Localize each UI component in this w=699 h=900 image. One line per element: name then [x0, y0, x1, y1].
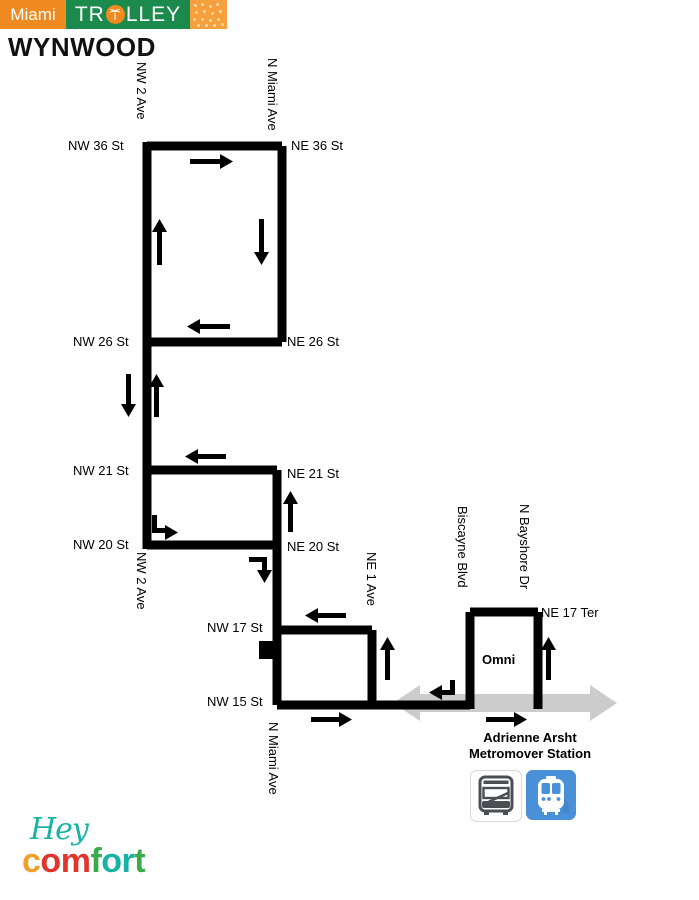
street-label-nw-21-st: NW 21 St — [73, 463, 129, 478]
street-label-ne-21-st: NE 21 St — [287, 466, 340, 481]
street-label-nw-36-st: NW 36 St — [68, 138, 124, 153]
mode-icons-group — [470, 770, 576, 822]
logo-trolley-text: TR LLEY — [66, 0, 190, 29]
miami-trolley-logo: Miami TR LLEY — [0, 0, 227, 29]
logo-dot-pattern — [190, 0, 227, 29]
arrow-turn-ne20st — [249, 557, 272, 583]
hey-comfort-script-word: Hey — [30, 812, 89, 847]
hc-letter-t: t — [134, 842, 146, 880]
bus-icon — [470, 770, 522, 822]
avenue-label-nw-2-ave-top: NW 2 Ave — [134, 62, 149, 120]
logo-trolley-suffix: LLEY — [125, 2, 182, 26]
direction-arrows — [121, 154, 556, 727]
street-label-ne-36-st: NE 36 St — [291, 138, 344, 153]
hc-letter-r: r — [121, 842, 135, 880]
hey-comfort-wordmark: comfort — [22, 842, 146, 881]
palm-tree-glyph — [109, 9, 121, 20]
arrow-south-nmiamiave-top — [254, 219, 269, 265]
station-label-line2: Metromover Station — [468, 746, 592, 762]
arrow-east-36st — [190, 154, 233, 169]
street-label-nw-20-st: NW 20 St — [73, 537, 129, 552]
arrow-west-26st — [187, 319, 230, 334]
metromover-glyph — [526, 770, 576, 820]
bus-stop-marker — [259, 641, 276, 659]
street-label-ne-17-ter: NE 17 Ter — [541, 605, 599, 620]
avenue-label-n-miami-ave-top: N Miami Ave — [265, 58, 280, 131]
street-label-ne-20-st: NE 20 St — [287, 539, 340, 554]
hc-letter-c: c — [22, 842, 41, 880]
station-label-adrienne-arsht: Adrienne Arsht Metromover Station — [440, 730, 620, 763]
avenue-label-n-miami-ave-bottom: N Miami Ave — [266, 722, 281, 795]
hc-letter-f: f — [90, 842, 102, 880]
arrow-turn-nw20st — [152, 515, 178, 540]
avenue-label-biscayne-blvd: Biscayne Blvd — [455, 506, 470, 588]
avenue-label-n-bayshore-dr: N Bayshore Dr — [517, 504, 532, 590]
hc-letter-o2: o — [101, 842, 122, 880]
arrow-west-21st — [185, 449, 226, 464]
logo-trolley-prefix: TR — [74, 2, 105, 26]
street-label-ne-26-st: NE 26 St — [287, 334, 340, 349]
arrow-north-nw2ave-top — [152, 219, 167, 265]
hc-letter-m: m — [60, 842, 91, 880]
bus-glyph — [478, 775, 514, 815]
hey-comfort-logo: Hey comfort — [22, 812, 182, 884]
logo-miami-text: Miami — [0, 0, 66, 29]
hc-letter-o1: o — [40, 842, 61, 880]
page-title: WYNWOOD — [8, 32, 156, 62]
street-label-nw-15-st: NW 15 St — [207, 694, 263, 709]
avenue-label-nw-2-ave-mid: NW 2 Ave — [134, 552, 149, 610]
trolley-route-lines — [142, 141, 543, 710]
place-label-omni: Omni — [482, 652, 516, 667]
street-label-nw-26-st: NW 26 St — [73, 334, 129, 349]
metromover-icon — [526, 770, 576, 820]
arrow-west-17st — [305, 608, 346, 623]
arrow-north-bayshore — [541, 637, 556, 680]
arrow-north-nw2ave — [149, 374, 164, 417]
arrow-north-ne1ave-15 — [380, 637, 395, 680]
avenue-label-ne-1-ave: NE 1 Ave — [364, 552, 379, 606]
station-label-line1: Adrienne Arsht — [483, 730, 577, 745]
arrow-north-ne1ave-21 — [283, 491, 298, 532]
arrow-south-nw2ave — [121, 374, 136, 417]
arrow-east-15st — [311, 712, 352, 727]
arrow-east-omni-south — [486, 712, 527, 727]
palm-tree-icon — [105, 5, 125, 24]
street-label-nw-17-st: NW 17 St — [207, 620, 263, 635]
arrow-turn-biscayne — [429, 680, 455, 700]
